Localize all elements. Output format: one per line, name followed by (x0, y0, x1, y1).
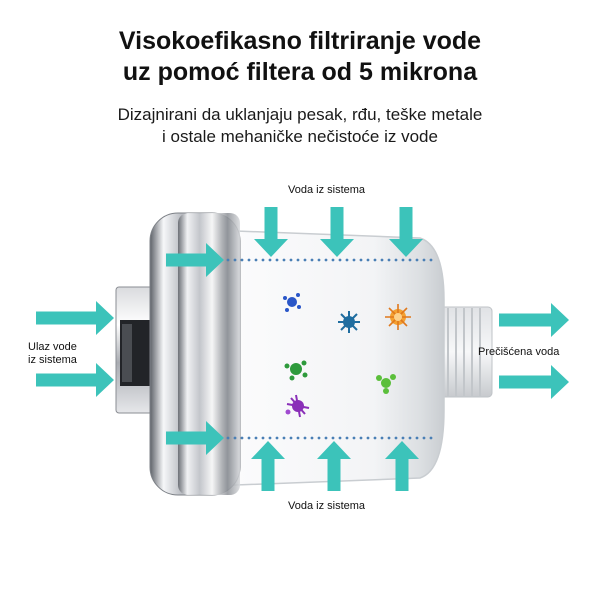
mesh-dot-top (317, 258, 321, 262)
mesh-dot-top (310, 258, 314, 262)
arrow-inlet-lower (36, 363, 114, 397)
subtitle-line-2: i ostale mehaničke nečistoće iz vode (162, 127, 438, 146)
mesh-dot-bottom (324, 436, 328, 440)
mesh-dot-bottom (366, 436, 370, 440)
mesh-dot-bottom (380, 436, 384, 440)
mesh-dot-top (282, 258, 286, 262)
mesh-dot-top (226, 258, 230, 262)
mesh-dot-bottom (296, 436, 300, 440)
mesh-dot-top (303, 258, 307, 262)
mesh-dot-top (429, 258, 433, 262)
mesh-dot-top (408, 258, 412, 262)
germ-green-icon (284, 360, 308, 381)
mesh-dot-top (401, 258, 405, 262)
chrome-cap (149, 212, 241, 496)
mesh-dot-top (415, 258, 419, 262)
mesh-dot-top (254, 258, 258, 262)
mesh-dot-bottom (331, 436, 335, 440)
outlet-label: Prečišćena voda (478, 346, 560, 358)
arrow-bottom-up-1 (251, 441, 285, 491)
mesh-dot-top (289, 258, 293, 262)
page-subtitle: Dizajnirani da uklanjaju pesak, rđu, teš… (0, 104, 600, 148)
germ-blue-small-icon (283, 293, 301, 312)
arrow-bottom-up-3 (385, 441, 419, 491)
germ-orange-icon (385, 304, 411, 330)
mesh-dot-top (240, 258, 244, 262)
mesh-dot-top (247, 258, 251, 262)
arrow-top-down-1 (254, 207, 288, 257)
mesh-dot-top (324, 258, 328, 262)
inlet-label-line-2: iz sistema (28, 354, 77, 366)
mesh-dot-top (394, 258, 398, 262)
mesh-dot-top (366, 258, 370, 262)
mesh-dot-top (345, 258, 349, 262)
mesh-dot-bottom (261, 436, 265, 440)
mesh-dot-bottom (247, 436, 251, 440)
mesh-dot-top (331, 258, 335, 262)
mesh-dot-bottom (338, 436, 342, 440)
arrow-top-down-3 (389, 207, 423, 257)
germ-purple-icon (285, 394, 310, 418)
mesh-dot-top (268, 258, 272, 262)
filter-mesh-lines (226, 258, 433, 440)
mesh-dot-bottom (282, 436, 286, 440)
subtitle-line-1: Dizajnirani da uklanjaju pesak, rđu, teš… (117, 105, 483, 124)
arrow-bottom-up-2 (317, 441, 351, 491)
mesh-dot-bottom (268, 436, 272, 440)
title-line-2: uz pomoć filtera od 5 mikrona (122, 58, 478, 86)
mesh-dot-bottom (352, 436, 356, 440)
mesh-dot-top (233, 258, 237, 262)
mesh-dot-top (373, 258, 377, 262)
mesh-dot-bottom (408, 436, 412, 440)
mesh-dot-top (261, 258, 265, 262)
inlet-label: Ulaz vode iz sistema (28, 341, 77, 367)
top-flow-label: Voda iz sistema (288, 184, 366, 196)
arrow-top-down-2 (320, 207, 354, 257)
mesh-dot-top (296, 258, 300, 262)
mesh-dot-top (422, 258, 426, 262)
mesh-dot-bottom (359, 436, 363, 440)
mesh-dot-top (338, 258, 342, 262)
mesh-dot-bottom (303, 436, 307, 440)
mesh-dot-bottom (401, 436, 405, 440)
mesh-dot-bottom (394, 436, 398, 440)
arrow-outlet-lower (499, 365, 569, 399)
page-title: Visokoefikasno filtriranje vode uz pomoć… (0, 26, 600, 88)
mesh-dot-bottom (387, 436, 391, 440)
contaminants (283, 293, 411, 418)
arrow-outlet-upper (499, 303, 569, 337)
bottom-flow-label: Voda iz sistema (288, 500, 366, 512)
mesh-dot-top (359, 258, 363, 262)
mesh-dot-bottom (429, 436, 433, 440)
mesh-dot-bottom (254, 436, 258, 440)
germ-teal-icon (338, 311, 360, 333)
mesh-dot-bottom (233, 436, 237, 440)
mesh-dot-bottom (345, 436, 349, 440)
mesh-dot-bottom (240, 436, 244, 440)
mesh-dot-bottom (415, 436, 419, 440)
filter-glass-body (209, 229, 445, 487)
mesh-dot-bottom (310, 436, 314, 440)
germ-lightgreen-icon (376, 374, 396, 394)
arrow-into-top-mesh (166, 243, 224, 277)
mesh-dot-top (387, 258, 391, 262)
mesh-dot-bottom (422, 436, 426, 440)
arrow-into-bottom-mesh (166, 421, 224, 455)
arrow-inlet-upper (36, 301, 114, 335)
mesh-dot-bottom (289, 436, 293, 440)
title-line-1: Visokoefikasno filtriranje vode (118, 27, 482, 55)
mesh-dot-bottom (373, 436, 377, 440)
mesh-dot-bottom (317, 436, 321, 440)
inlet-label-line-1: Ulaz vode (28, 341, 77, 353)
mesh-dot-top (380, 258, 384, 262)
flow-arrows (36, 207, 569, 491)
mesh-dot-top (352, 258, 356, 262)
mesh-dot-top (275, 258, 279, 262)
mesh-dot-bottom (275, 436, 279, 440)
mesh-dot-bottom (226, 436, 230, 440)
